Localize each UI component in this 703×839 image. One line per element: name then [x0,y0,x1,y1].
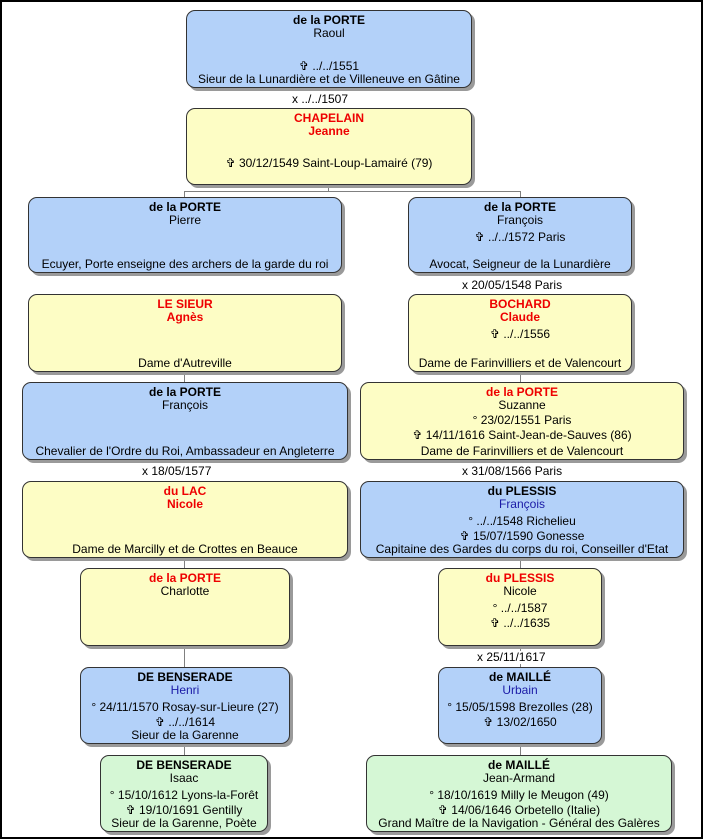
person-surname: de la PORTE [292,13,366,27]
person-given-name: Pierre [168,213,201,227]
person-surname: DE BENSERADE [137,670,233,684]
person-death: ✞ ../../1556 [489,327,551,341]
person-box-raoul-de-la-porte[interactable]: de la PORTE Raoul ✞ ../../1551 Sieur de … [186,10,472,88]
person-death: ✞ ../../1551 [298,59,360,73]
person-death: ✞ ../../1572 Paris [474,230,566,244]
person-title: Sieur de la Lunardière et de Villeneuve … [198,72,460,86]
marriage-label: x 18/05/1577 [142,464,212,478]
person-title: Sieur de la Garenne, Poète [111,816,257,830]
person-box-francois-du-plessis[interactable]: du PLESSIS François ° ../../1548 Richeli… [360,481,684,558]
person-given-name: Nicole [503,584,537,598]
marriage-label: x 31/08/1566 Paris [462,464,563,478]
person-death: ✞ 30/12/1549 Saint-Loup-Lamairé (79) [225,156,433,170]
person-surname: de la PORTE [148,200,222,214]
connector-line [184,744,185,755]
person-box-jean-armand-de-maille[interactable]: de MAILLÉ Jean-Armand ° 18/10/1619 Milly… [366,755,672,832]
person-surname: de la PORTE [148,385,222,399]
person-birth: ° ../../1587 [492,601,548,615]
connector-line [184,191,521,192]
connector-line [328,185,329,191]
person-birth: ° ../../1548 Richelieu [468,514,576,528]
person-given-name: Nicole [166,497,203,511]
person-title: Dame de Farinvilliers et de Valencourt [418,356,622,370]
person-death: ✞ 14/06/1646 Orbetello (Italie) [437,803,601,817]
person-given-name: Agnès [166,310,204,324]
person-given-name: François [161,398,208,412]
person-box-suzanne-de-la-porte[interactable]: de la PORTE Suzanne ° 23/02/1551 Paris ✞… [360,382,684,460]
connector-line [184,191,185,197]
person-given-name: Jeanne [308,124,350,138]
person-title: Dame de Farinvilliers et de Valencourt [420,444,624,458]
person-surname: BOCHARD [489,297,551,311]
person-title: Capitaine des Gardes du corps du roi, Co… [375,542,669,556]
person-death: ✞ ../../1614 [154,715,216,729]
person-box-agnes-le-sieur[interactable]: LE SIEUR Agnès Dame d'Autreville [28,294,342,372]
person-surname: de la PORTE [148,571,222,585]
person-given-name: Jean-Armand [482,771,556,785]
person-box-francois-de-la-porte[interactable]: de la PORTE François ✞ ../../1572 Paris … [408,197,632,273]
person-death: ✞ ../../1635 [489,616,551,630]
person-title: Ecuyer, Porte enseigne des archers de la… [41,257,329,271]
person-birth: ° 15/05/1598 Brezolles (28) [447,700,593,714]
connector-line [520,744,521,755]
person-box-isaac-de-benserade[interactable]: DE BENSERADE Isaac ° 15/10/1612 Lyons-la… [100,755,268,832]
person-box-charlotte-de-la-porte[interactable]: de la PORTE Charlotte [80,568,290,646]
connector-line [520,558,521,568]
person-death: ✞ 19/10/1691 Gentilly [125,803,243,817]
person-title: Avocat, Seigneur de la Lunardière [429,257,611,271]
person-title: Grand Maître de la Navigation - Général … [378,816,660,830]
person-death: ✞ 13/02/1650 [483,715,557,729]
connector-line [184,646,185,667]
person-given-name: Suzanne [498,398,546,412]
person-given-name: François [498,497,545,511]
person-birth: ° 24/11/1570 Rosay-sur-Lieure (27) [91,700,279,714]
person-death: ✞ 14/11/1616 Saint-Jean-de-Sauves (86) [412,428,632,442]
person-surname: du PLESSIS [487,484,557,498]
person-surname: de la PORTE [483,200,557,214]
person-surname: LE SIEUR [157,297,213,311]
person-birth: ° 23/02/1551 Paris [472,413,572,427]
person-surname: de MAILLÉ [489,670,551,684]
person-given-name: Henri [170,683,200,697]
person-given-name: Urbain [502,683,538,697]
person-box-pierre-de-la-porte[interactable]: de la PORTE Pierre Ecuyer, Porte enseign… [28,197,342,273]
person-title: Sieur de la Garenne [131,728,239,742]
person-box-nicole-du-lac[interactable]: du LAC Nicole Dame de Marcilly et de Cro… [22,481,348,558]
person-birth: ° 15/10/1612 Lyons-la-Forêt [109,788,259,802]
person-surname: CHAPELAIN [293,111,364,125]
person-box-nicole-du-plessis[interactable]: du PLESSIS Nicole ° ../../1587 ✞ ../../1… [438,568,602,646]
person-title: Chevalier de l'Ordre du Roi, Ambassadeur… [35,444,335,458]
connector-line [184,558,185,568]
person-box-henri-de-benserade[interactable]: DE BENSERADE Henri ° 24/11/1570 Rosay-su… [80,667,290,744]
person-given-name: Charlotte [160,584,210,598]
connector-line [520,191,521,197]
connector-line [520,372,521,382]
person-given-name: François [496,213,543,227]
person-death: ✞ 15/07/1590 Gonesse [459,529,585,543]
person-surname: DE BENSERADE [136,758,232,772]
person-given-name: Raoul [313,26,345,40]
person-given-name: Isaac [169,771,199,785]
marriage-label: x 20/05/1548 Paris [462,278,563,292]
connector-line [184,372,185,382]
person-box-urbain-de-maille[interactable]: de MAILLÉ Urbain ° 15/05/1598 Brezolles … [438,667,602,744]
marriage-label: x 25/11/1617 [477,650,546,664]
person-surname: du LAC [163,484,207,498]
person-surname: du PLESSIS [485,571,555,585]
person-box-jeanne-chapelain[interactable]: CHAPELAIN Jeanne ✞ 30/12/1549 Saint-Loup… [186,108,472,185]
person-title: Dame d'Autreville [138,356,232,370]
person-birth: ° 18/10/1619 Milly le Meugon (49) [429,788,609,802]
person-surname: de MAILLÉ [488,758,550,772]
person-box-francois-de-la-porte-ambassadeur[interactable]: de la PORTE François Chevalier de l'Ordr… [22,382,348,460]
person-surname: de la PORTE [485,385,559,399]
person-given-name: Claude [499,310,540,324]
marriage-label: x ../../1507 [292,92,349,106]
person-box-claude-bochard[interactable]: BOCHARD Claude ✞ ../../1556 Dame de Fari… [408,294,632,372]
person-title: Dame de Marcilly et de Crottes en Beauce [72,542,298,556]
